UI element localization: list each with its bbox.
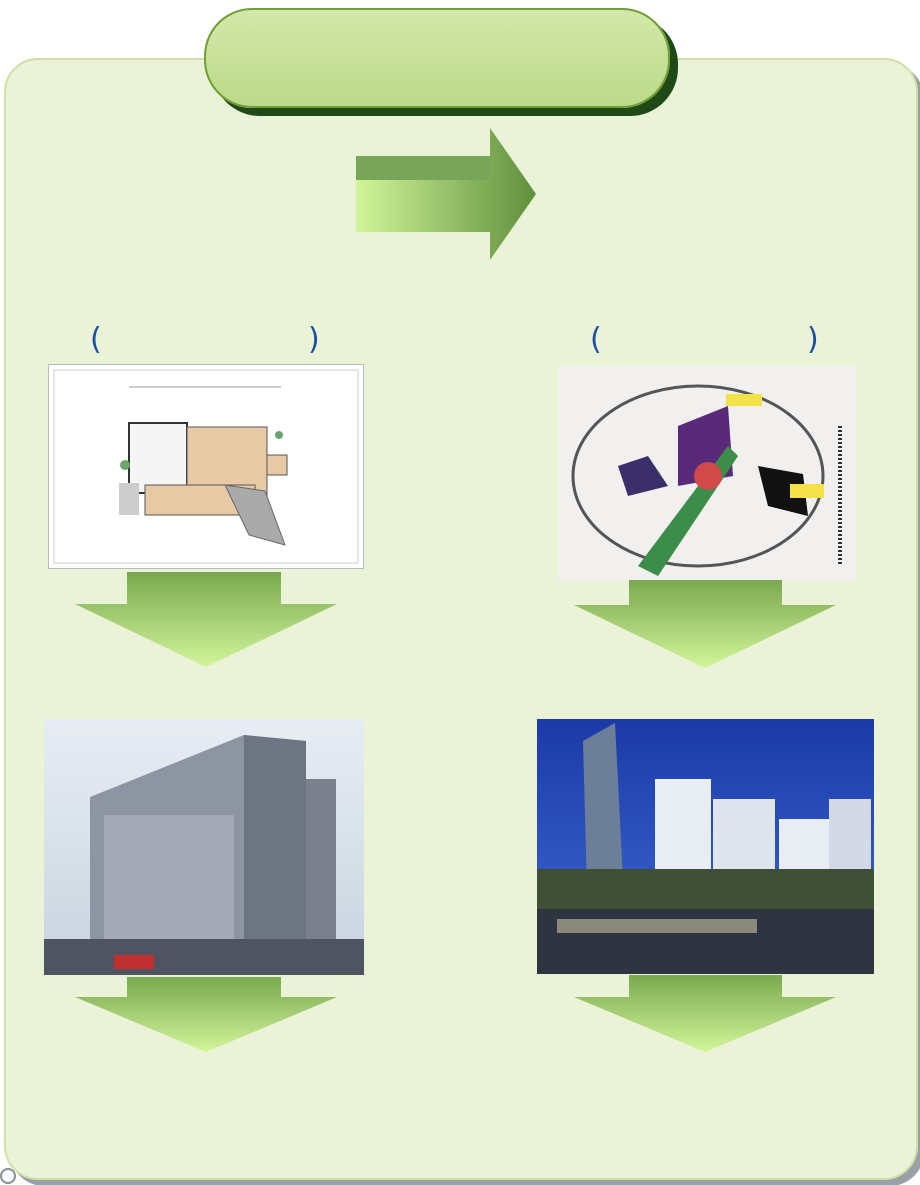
down-arrow-right-1 — [574, 580, 836, 668]
right-arrow — [356, 128, 536, 260]
building-photo-left — [44, 719, 364, 975]
down-arrow-left-2 — [75, 977, 337, 1052]
paren-left-close: ) — [308, 322, 320, 357]
paren-right-open: ( — [590, 322, 602, 357]
city-map-image — [558, 366, 856, 580]
floor-plan-image — [48, 364, 364, 569]
building-photo-right — [537, 719, 874, 974]
paren-left-open: ( — [90, 322, 102, 357]
paren-right-close: ) — [807, 322, 819, 357]
down-arrow-right-2 — [574, 975, 836, 1052]
title-bar — [204, 8, 670, 108]
down-arrow-left-1 — [75, 572, 337, 667]
corner-circle-icon — [0, 1168, 16, 1184]
